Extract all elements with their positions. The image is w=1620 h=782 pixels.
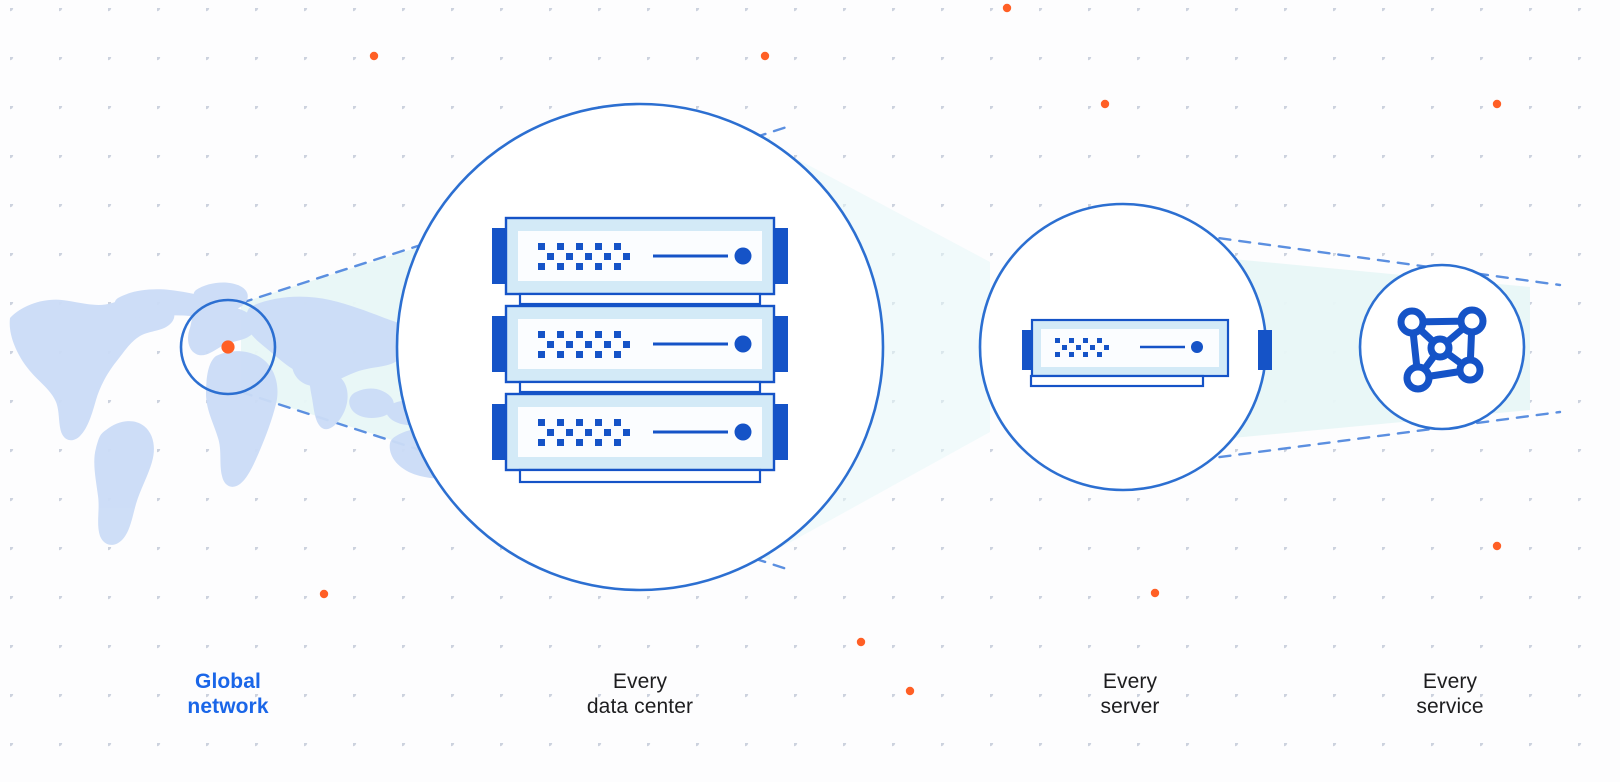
accent-dot: [1492, 541, 1502, 551]
label-global-network[interactable]: Global network: [187, 670, 269, 718]
accent-dot: [1492, 99, 1502, 109]
stage-service: [1358, 263, 1526, 431]
accent-dot: [1150, 588, 1160, 598]
vent-dots-single: [1055, 338, 1109, 357]
vent-dots-3: [538, 419, 630, 446]
accent-dot: [1100, 99, 1110, 109]
service-node-graph-nodes: [1397, 306, 1487, 393]
label-service[interactable]: Every service: [1416, 670, 1484, 718]
global-network-focus-circle: [179, 298, 277, 396]
stage-data-center: [395, 102, 885, 592]
accent-dot: [319, 589, 329, 599]
rack-unit-3: [492, 392, 788, 484]
accent-dot: [1002, 3, 1012, 13]
rack-unit-1: [492, 216, 788, 306]
rack-unit-2: [492, 304, 788, 394]
label-data-center[interactable]: Every data center: [586, 670, 694, 718]
accent-dot: [905, 686, 915, 696]
single-server-icon: [1022, 318, 1272, 388]
orange-dot-group: [223, 3, 1502, 696]
accent-dot: [223, 342, 233, 352]
stage-server: [978, 202, 1272, 492]
accent-dot: [369, 51, 379, 61]
server-rack-icon: [492, 216, 788, 484]
accent-dot: [760, 51, 770, 61]
vent-dots-2: [538, 331, 630, 358]
accent-dot: [856, 637, 866, 647]
vent-dots-1: [538, 243, 630, 270]
label-server[interactable]: Every server: [1100, 670, 1160, 718]
